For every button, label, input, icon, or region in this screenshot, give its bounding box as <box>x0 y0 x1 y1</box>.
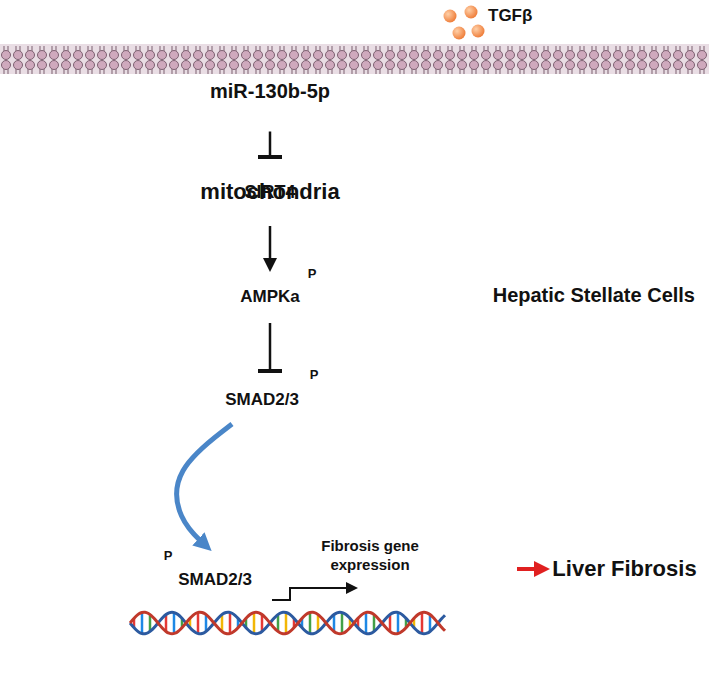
phospho-badge: P <box>302 363 326 387</box>
increase-arrow <box>339 78 351 102</box>
inhibition-connector <box>269 132 272 158</box>
mitochondrion: SIRT4mitochondria <box>200 161 340 223</box>
kinase-box: AMPKaP <box>220 274 320 320</box>
node-text: SMAD2/3 <box>178 570 252 590</box>
nucleus-outline <box>50 455 515 683</box>
activation-arrow <box>517 567 542 571</box>
phospho-badge: P <box>300 262 324 286</box>
transcription-arrow <box>272 588 352 600</box>
outcome-label: Liver Fibrosis <box>552 556 697 582</box>
node-text: miR-130b-5p <box>210 80 330 103</box>
node-text: P <box>164 549 173 564</box>
mirna-label: miR-130b-5p <box>206 78 335 129</box>
smad-box: SMAD2/3P <box>160 556 270 604</box>
inhibition-connector <box>269 323 272 371</box>
node-text: P <box>308 267 317 282</box>
node-text: Liver Fibrosis <box>552 556 696 581</box>
ligand-label: TGFβ <box>488 6 532 26</box>
activation-arrow <box>269 226 272 265</box>
cell-type-label: Hepatic Stellate Cells <box>493 284 695 307</box>
activation-arrow <box>177 424 232 545</box>
node-text: AMPKa <box>240 287 300 307</box>
smad-box: SMAD2/3P <box>202 375 322 425</box>
phospho-badge: P <box>156 544 180 568</box>
node-text: P <box>310 368 319 383</box>
cell-membrane <box>0 44 709 74</box>
ligand-dots <box>444 6 485 40</box>
nucleus: Fibrosis gene expressionSMAD2/3P <box>50 455 515 683</box>
note-text: Fibrosis gene expression <box>305 537 435 575</box>
node-text: SMAD2/3 <box>225 390 299 410</box>
organelle-heading: mitochondria <box>200 179 339 204</box>
dna-helix <box>130 612 445 634</box>
